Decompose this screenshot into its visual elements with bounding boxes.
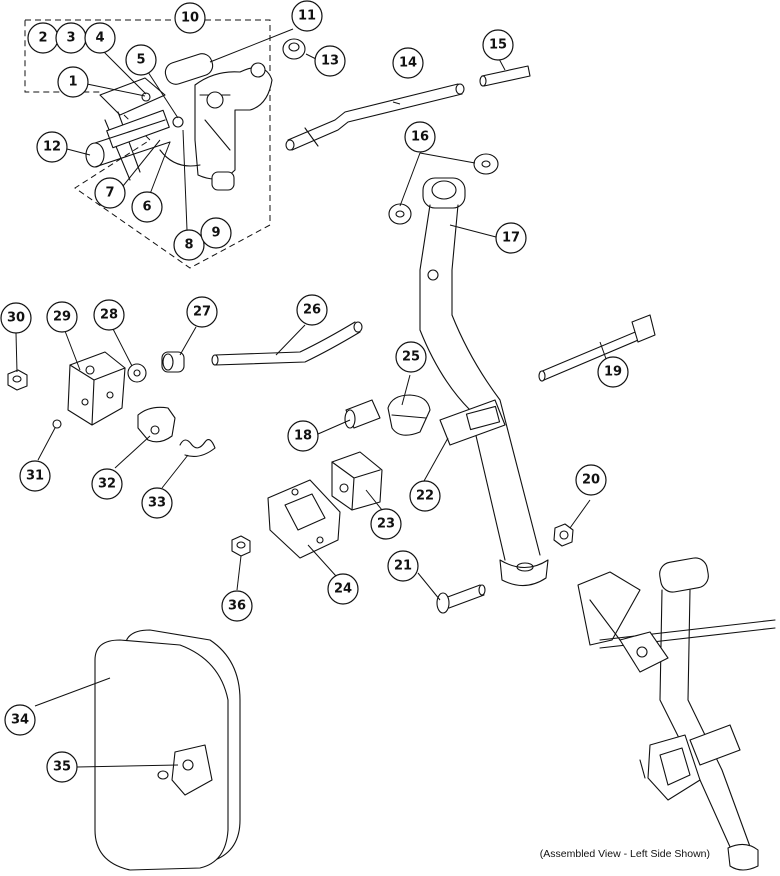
callout-11: 11	[291, 0, 323, 32]
callout-18: 18	[287, 420, 319, 452]
part-13-nut	[282, 38, 306, 60]
part-20-nut	[553, 523, 574, 547]
svg-text:24: 24	[334, 582, 352, 597]
svg-text:29: 29	[53, 310, 71, 325]
callout-15: 15	[482, 29, 514, 61]
svg-text:26: 26	[303, 303, 321, 318]
svg-text:20: 20	[582, 473, 600, 488]
callout-36: 36	[221, 590, 253, 622]
callout-27: 27	[186, 296, 218, 328]
callout-12: 12	[36, 131, 68, 163]
callout-22: 22	[409, 480, 441, 512]
callout-25: 25	[395, 341, 427, 373]
callout-28: 28	[93, 299, 125, 331]
part-28-washer	[127, 363, 147, 383]
svg-text:8: 8	[184, 238, 193, 253]
assembled-view-caption: (Assembled View - Left Side Shown)	[539, 848, 710, 860]
svg-text:23: 23	[377, 517, 395, 532]
part-30-nut	[7, 369, 28, 391]
svg-text:5: 5	[136, 53, 145, 68]
part-31-clip	[52, 419, 62, 429]
part-34-cushion	[94, 629, 241, 871]
part-32-cam	[137, 406, 176, 443]
callout-3: 3	[55, 22, 87, 54]
callout-26: 26	[296, 294, 328, 326]
svg-text:13: 13	[321, 54, 339, 69]
callout-9: 9	[200, 217, 232, 249]
svg-text:28: 28	[100, 308, 118, 323]
callout-32: 32	[91, 468, 123, 500]
part-33-spring	[179, 439, 216, 457]
callout-19: 19	[597, 356, 629, 388]
assembled-view	[577, 557, 776, 871]
callout-20: 20	[575, 464, 607, 496]
svg-text:31: 31	[26, 469, 44, 484]
part-18-spacer	[344, 399, 381, 429]
part-16-washers	[388, 153, 499, 225]
callout-17: 17	[495, 222, 527, 254]
svg-text:36: 36	[228, 599, 246, 614]
callout-34: 34	[4, 704, 36, 736]
callout-6: 6	[131, 191, 163, 223]
svg-text:2: 2	[38, 31, 47, 46]
part-26-rod	[211, 321, 363, 366]
svg-text:18: 18	[294, 429, 312, 444]
callout-31: 31	[19, 460, 51, 492]
svg-text:21: 21	[394, 559, 412, 574]
callout-2: 2	[27, 22, 59, 54]
svg-text:4: 4	[95, 31, 104, 46]
part-14-rod	[285, 83, 465, 151]
part-24-plate	[267, 479, 341, 559]
svg-text:7: 7	[105, 186, 114, 201]
part-36-nut	[231, 535, 251, 557]
svg-text:9: 9	[211, 226, 220, 241]
part-25-clamp	[387, 394, 431, 436]
callout-14: 14	[392, 47, 424, 79]
svg-text:32: 32	[98, 477, 116, 492]
svg-text:33: 33	[148, 496, 166, 511]
svg-text:12: 12	[43, 140, 61, 155]
svg-text:11: 11	[298, 9, 316, 24]
callout-30: 30	[0, 302, 32, 334]
callout-16: 16	[404, 121, 436, 153]
part-23-block	[331, 451, 383, 511]
svg-text:3: 3	[66, 31, 75, 46]
subassembly-parts	[85, 53, 273, 191]
callout-8: 8	[173, 229, 205, 261]
callout-10: 10	[174, 2, 206, 34]
svg-text:22: 22	[416, 489, 434, 504]
callout-5: 5	[125, 44, 157, 76]
svg-text:34: 34	[11, 713, 29, 728]
svg-text:25: 25	[402, 350, 420, 365]
callout-24: 24	[327, 573, 359, 605]
svg-text:15: 15	[489, 38, 507, 53]
part-17-post	[419, 177, 549, 587]
callout-35: 35	[46, 751, 78, 783]
part-21-pin	[436, 584, 486, 614]
svg-text:1: 1	[68, 75, 77, 90]
svg-text:27: 27	[193, 305, 211, 320]
callout-1: 1	[57, 66, 89, 98]
svg-text:35: 35	[53, 760, 71, 775]
svg-text:30: 30	[7, 311, 25, 326]
svg-text:16: 16	[411, 130, 429, 145]
part-19-bolt	[538, 314, 656, 382]
callout-23: 23	[370, 508, 402, 540]
part-29-bracket	[67, 351, 126, 426]
svg-text:6: 6	[142, 200, 151, 215]
callout-21: 21	[387, 550, 419, 582]
svg-text:17: 17	[502, 231, 520, 246]
callout-7: 7	[94, 177, 126, 209]
part-15-pin	[479, 65, 531, 87]
svg-text:19: 19	[604, 365, 622, 380]
callout-13: 13	[314, 45, 346, 77]
leader-lines	[15, 20, 611, 768]
callout-29: 29	[46, 301, 78, 333]
callout-33: 33	[141, 487, 173, 519]
svg-text:14: 14	[399, 56, 417, 71]
svg-text:10: 10	[181, 11, 199, 26]
part-27-bushing	[161, 351, 185, 373]
callout-4: 4	[84, 22, 116, 54]
